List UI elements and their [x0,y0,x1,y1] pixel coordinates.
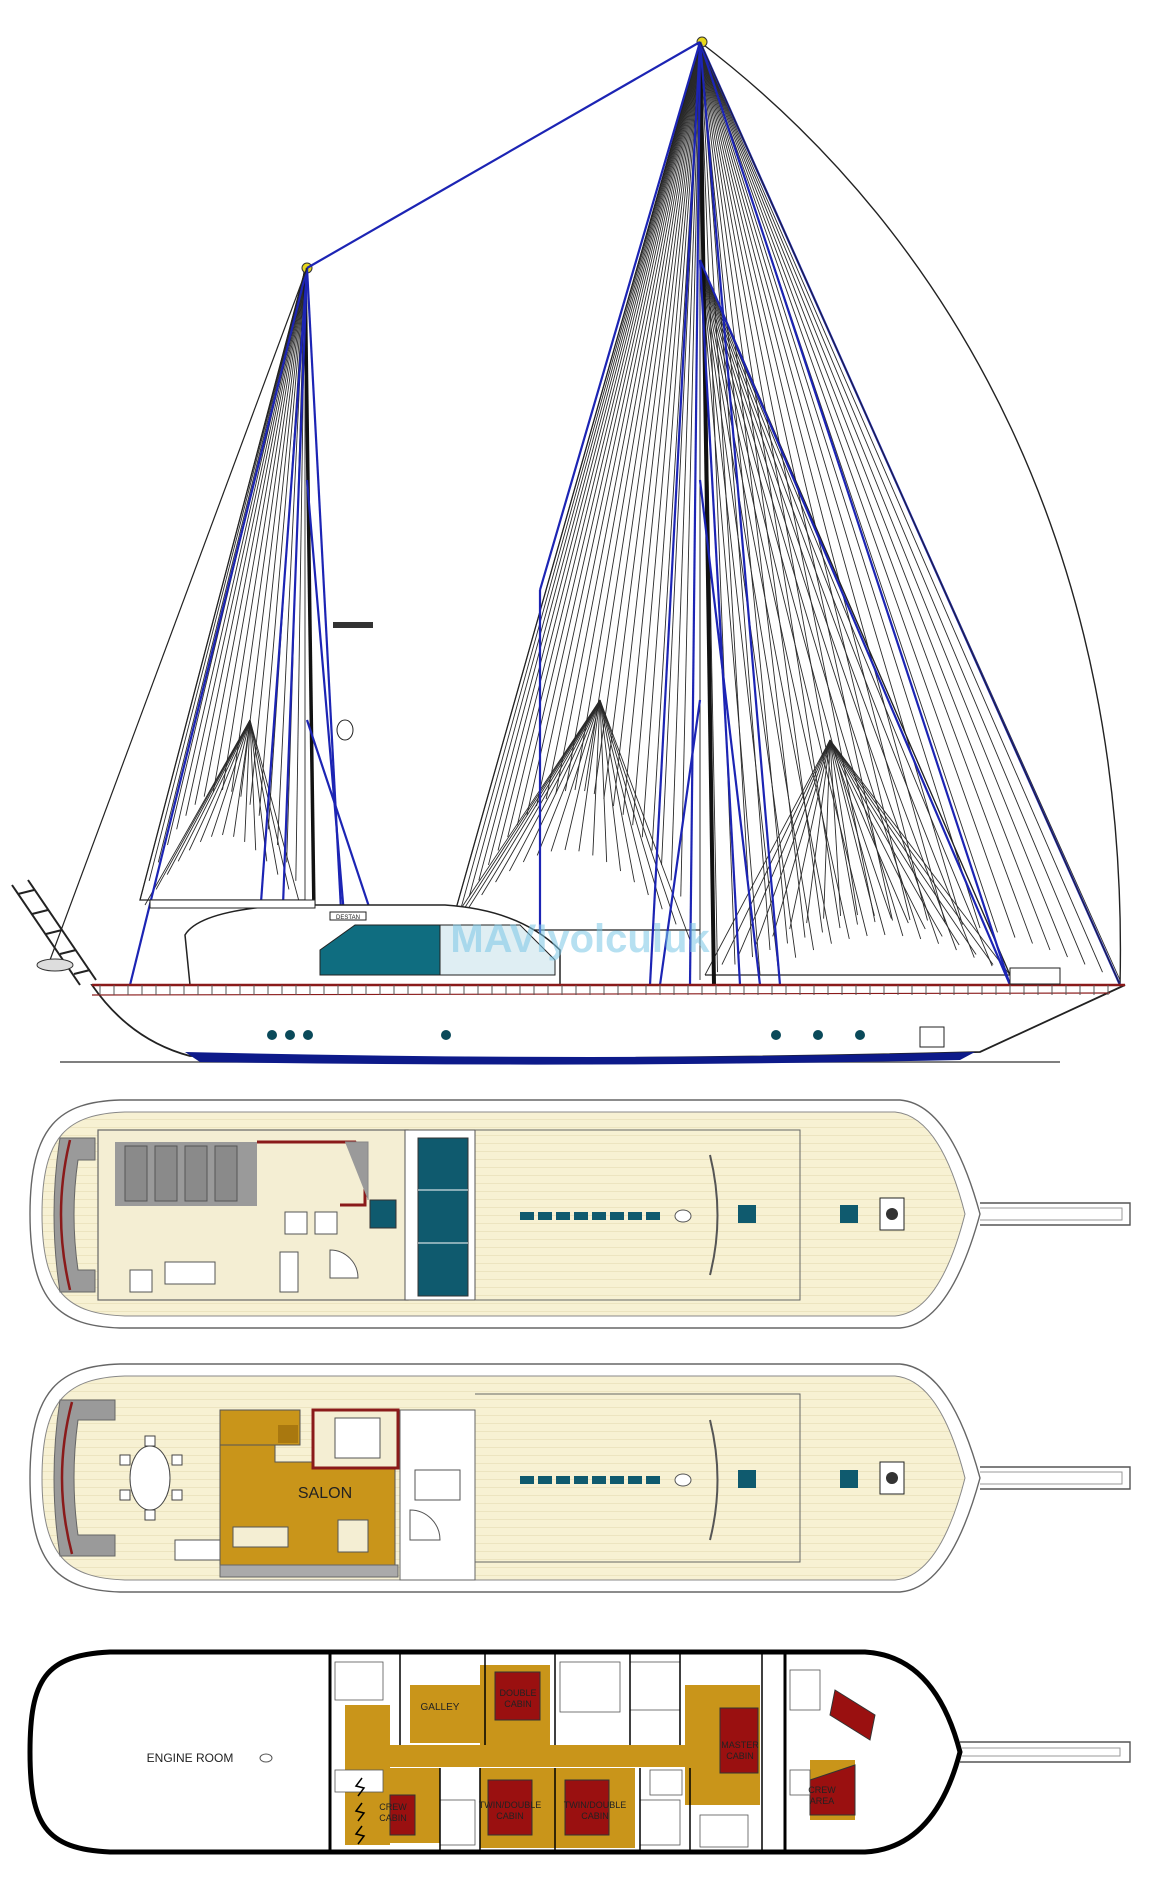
upper-deck-plan [29,1099,1131,1329]
watermark: MAVIyolculuk [450,917,710,961]
sail-profile: DESTAN MAVIyolculuk [11,36,1126,1065]
ladder-icon [354,1777,366,1845]
standing-rigging [128,41,1122,986]
sail-lines [139,44,1121,981]
boarding-ladder [11,879,97,986]
galley-label: GALLEY [421,1702,460,1713]
engine-room-label: ENGINE ROOM [147,1751,234,1765]
hull-name: DESTAN [336,915,360,921]
mizzen-mast [303,267,317,986]
spinnaker-sail [699,41,1122,986]
lower-deck-plan: ENGINE ROOM [27,1649,1131,1855]
hull [90,984,1126,1060]
main-deck-plan: SALON [29,1363,1131,1593]
salon-label: SALON [298,1485,352,1502]
portholes [267,1030,865,1040]
main-mast [698,41,716,986]
